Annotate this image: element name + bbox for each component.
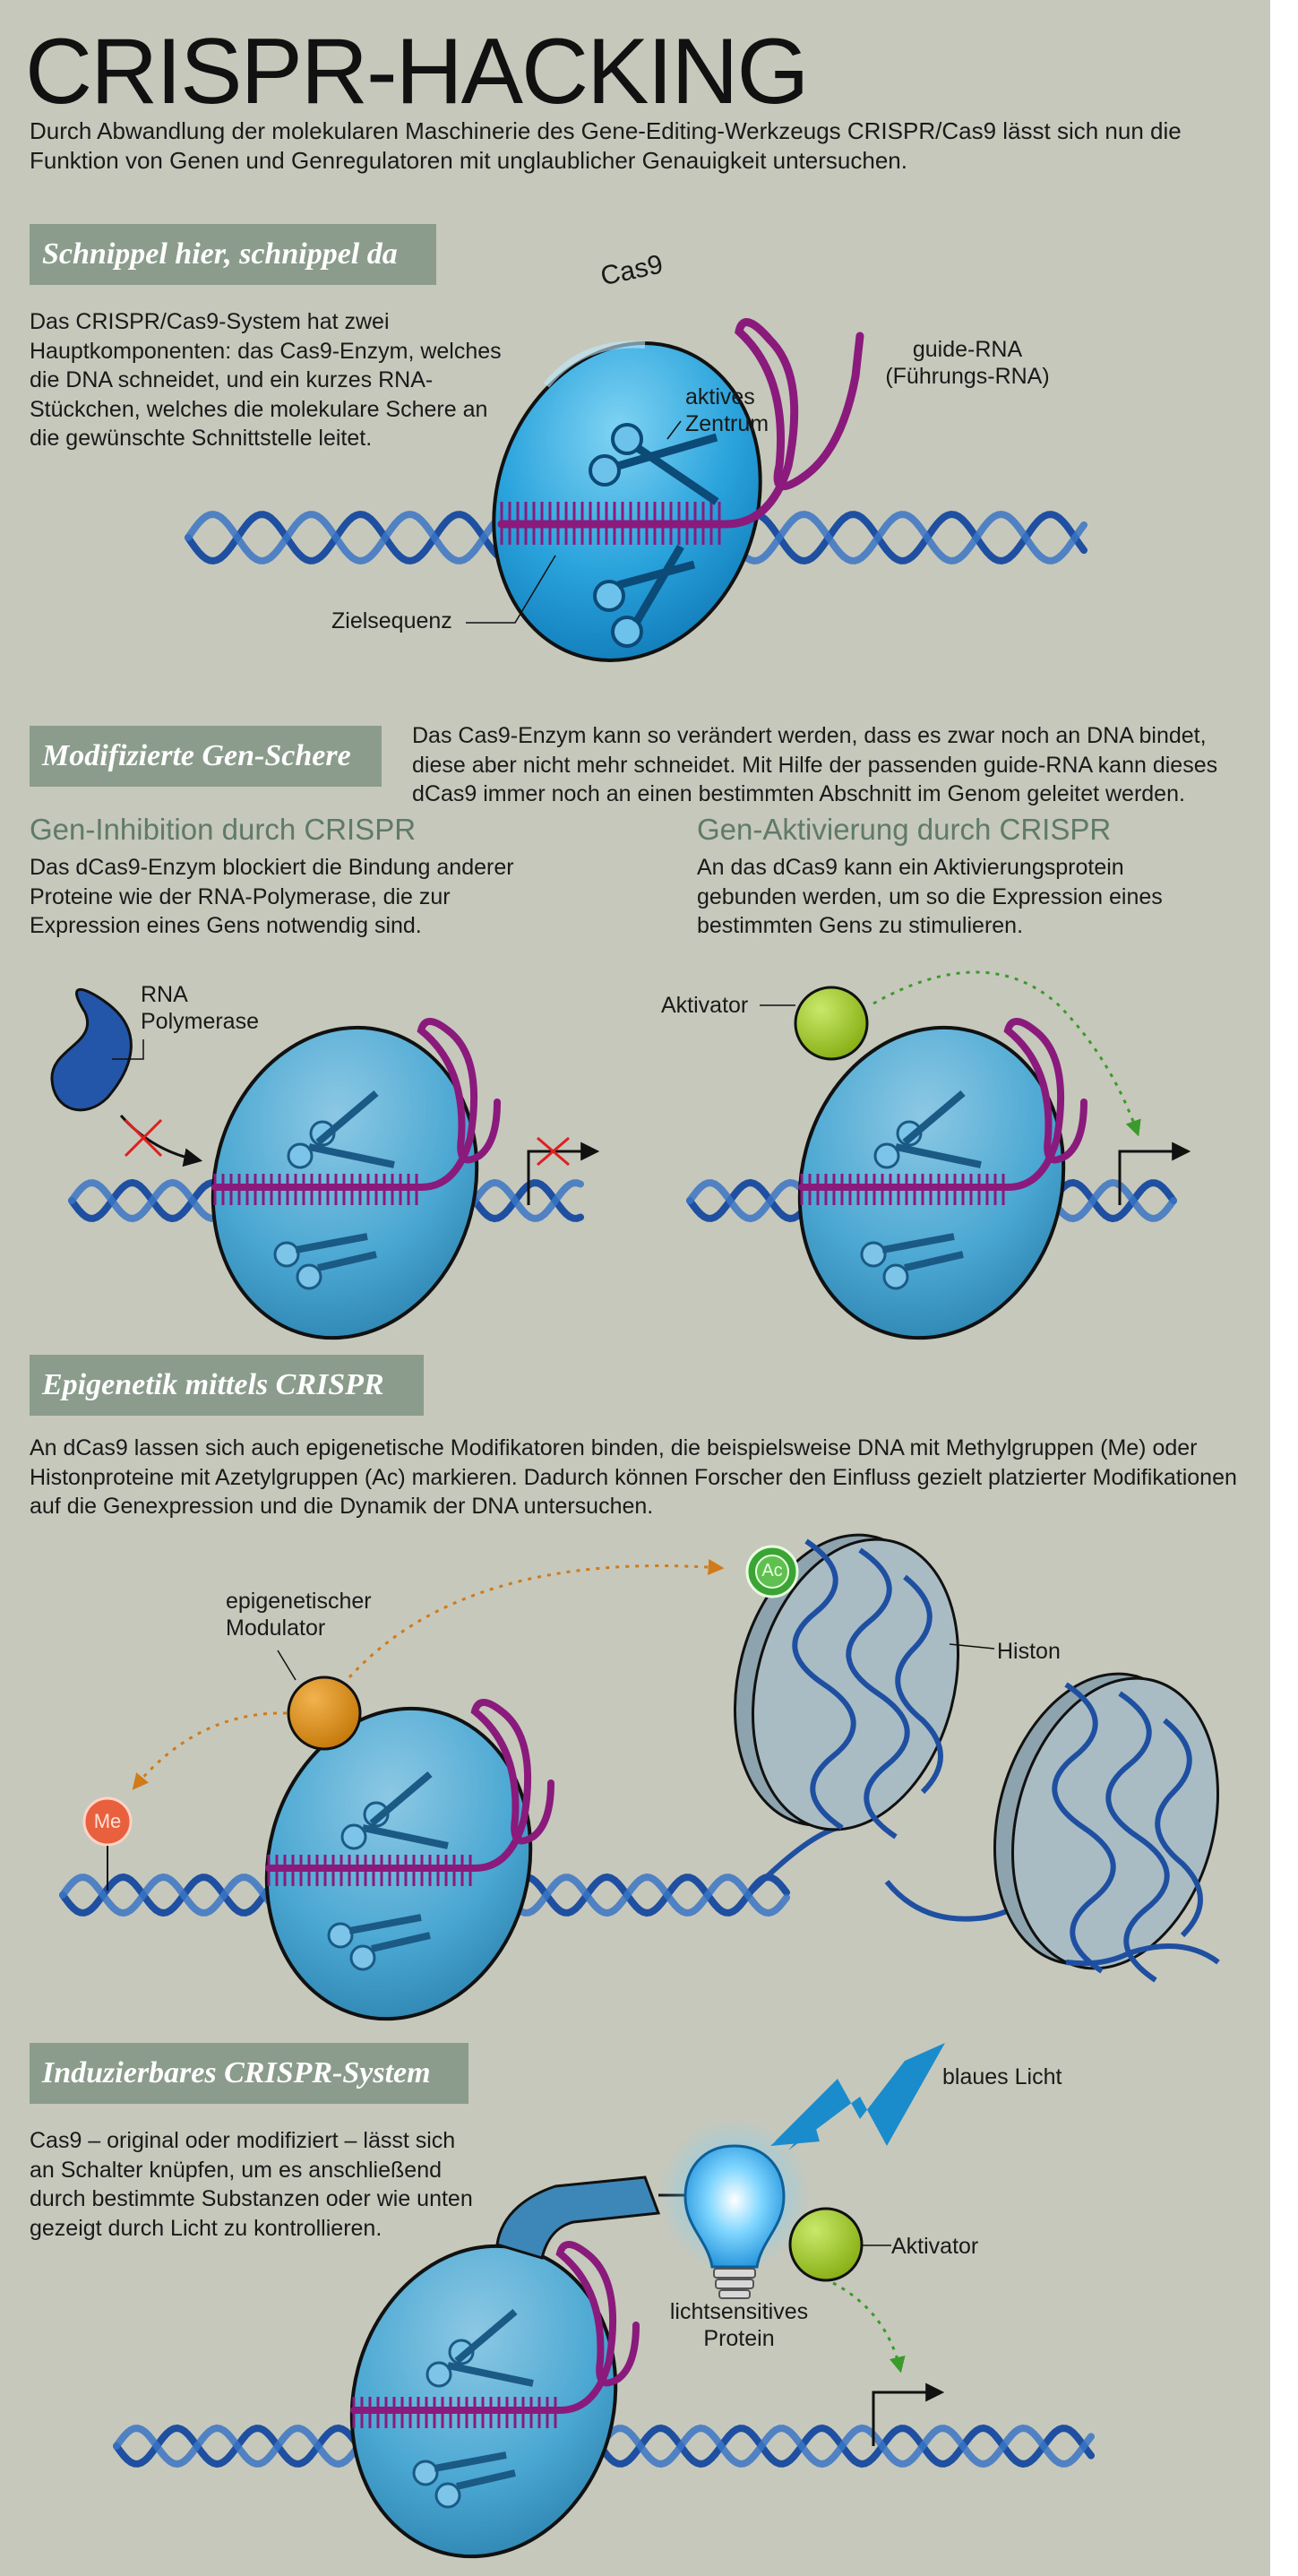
gene-activation-diagram [686,970,1191,1340]
gene-start-arrow [872,2382,945,2446]
illustration-layer [50,318,1220,2559]
page-title: CRISPR-HACKING [25,20,809,124]
methylation-arrow [132,1711,288,1790]
gene-start-arrow [527,1142,600,1205]
guide-rna-strand [497,318,864,529]
activator-label: Aktivator [891,2234,979,2259]
scissors-icon [593,544,696,648]
light-bulb-icon [683,2144,786,2269]
inhibition-title: Gen-Inhibition durch CRISPR [30,813,417,846]
activator-protein [788,2207,864,2282]
target-sequence-leader [466,555,556,624]
activation-arrow [832,2281,906,2374]
switch-connector [495,2175,661,2260]
guide-rna-strand [211,1018,501,1191]
guide-rna-label: guide-RNA (Führungs-RNA) [885,337,1050,389]
gene-start-arrow [1118,1142,1191,1205]
gene-inhibition-diagram [50,987,600,1340]
activation-body: An das dCas9 kann ein Aktivierungsprotei… [697,855,1163,938]
rna-polymerase-icon [50,987,133,1112]
intro-text: Durch Abwandlung der molekularen Maschin… [30,117,1182,174]
section-heading: Epigenetik mittels CRISPR [42,1368,384,1401]
cross-icon [537,1136,570,1167]
active-center-label: aktives Zentrum [685,384,769,436]
scissors-icon [589,423,719,505]
cas9-diagram [185,318,1087,662]
cross-icon [124,1118,163,1158]
histone-icon [733,1533,960,1839]
guide-rna-strand [798,1018,1087,1191]
acetyl-label: Ac [761,1561,783,1581]
epigenetics-diagram [59,1533,1220,2021]
activator-protein [794,986,869,1061]
modulator-leader [277,1650,297,1681]
target-dna-rungs [500,502,721,545]
section-heading-band: Induzierbares CRISPR-System [30,2043,468,2104]
methyl-group-icon [82,1796,133,1847]
modulator-label: epigenetischer Modulator [226,1589,372,1641]
acetylation-arrow [348,1559,725,1679]
bulb-base [713,2268,756,2299]
lightning-bolt-icon [775,2043,945,2150]
section-heading-band: Modifizierte Gen-Schere [30,726,382,787]
target-dna-rungs [213,1174,418,1205]
activation-title: Gen-Aktivierung durch CRISPR [697,813,1112,846]
polymerase-leader [112,1039,144,1060]
epigenetic-modulator [287,1676,362,1751]
activator-label: Aktivator [661,993,749,1018]
activation-arrow [872,970,1141,1137]
section-heading: Schnippel hier, schnippel da [42,237,398,271]
histone-leader [949,1643,995,1650]
section-heading: Induzierbares CRISPR-System [42,2056,431,2089]
polymerase-label: RNA Polymerase [141,982,259,1034]
methyl-label: Me [93,1810,122,1832]
scissors-icon [860,1090,982,1290]
lightning-arrow-head [770,2110,820,2146]
target-sequence-label: Zielsequenz [331,608,452,633]
light-protein-label: lichtsensitives Protein [669,2299,809,2351]
cas9-enzyme [492,341,762,662]
target-dna-rungs [352,2397,557,2428]
blue-light-label: blaues Licht [942,2064,1062,2089]
section-intro: Das Cas9-Enzym kann so verändert werden,… [412,723,1218,806]
section-heading-band: Schnippel hier, schnippel da [30,224,436,285]
target-dna-rungs [800,1174,1005,1205]
section-body: An dCas9 lassen sich auch epigenetische … [30,1435,1237,1519]
inducible-system-diagram [113,2043,1095,2559]
section-body: Cas9 – original oder modifiziert – lässt… [30,2128,473,2241]
target-dna-rungs [267,1855,472,1886]
scissors-icon [327,1770,449,1971]
scissors-icon [273,1090,395,1290]
section-heading-band: Epigenetik mittels CRISPR [30,1355,424,1416]
enzyme-highlight [543,340,646,388]
guide-rna-strand [350,2241,640,2414]
guide-rna-strand [265,1699,554,1872]
dna-tail [1065,1943,1220,1967]
acetyl-group-inner [755,1555,789,1589]
histone-icon [993,1672,1220,1983]
inhibition-body: Das dCas9-Enzym blockiert die Bindung an… [30,855,514,938]
histone-label: Histon [997,1639,1061,1664]
section-body: Das CRISPR/Cas9-System hat zwei Hauptkom… [30,309,502,451]
scissors-icon [412,2308,534,2509]
infographic-page: CRISPR-HACKING Durch Abwandlung der mole… [0,0,1270,2576]
active-center-leader [666,420,682,440]
section-heading: Modifizierte Gen-Schere [42,739,351,772]
